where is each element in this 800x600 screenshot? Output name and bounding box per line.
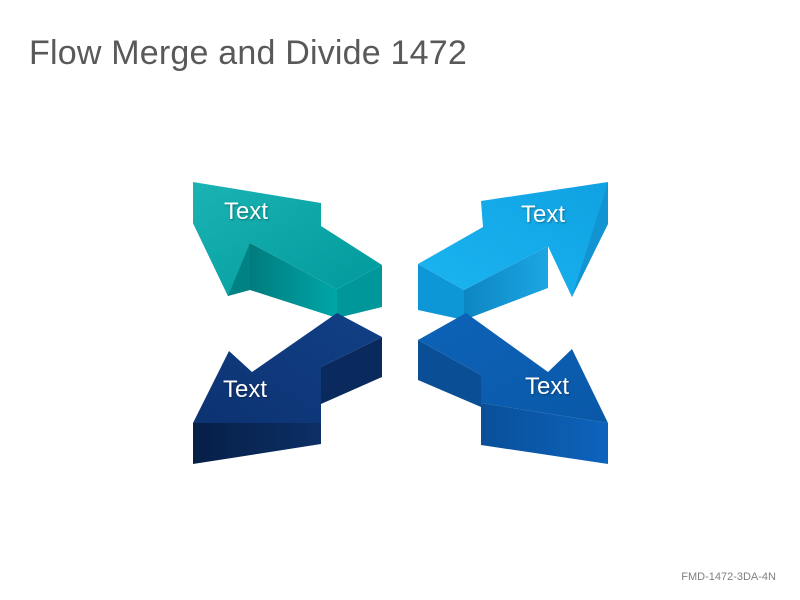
arrow-top-left-label: Text: [224, 198, 269, 225]
arrow-bottom-right-label: Text: [525, 373, 570, 400]
arrow-top-left-side-shaft: [250, 243, 337, 318]
arrow-bottom-right-side-shaft: [418, 340, 481, 407]
arrow-bottom-left-side-head: [193, 423, 321, 464]
arrow-top-right-top-face: [418, 182, 608, 297]
arrow-bottom-right-side-head: [481, 403, 608, 464]
arrow-top-left-top-face: [193, 182, 382, 296]
arrow-top-right: [418, 182, 608, 320]
footer-code: FMD-1472-3DA-4N: [681, 571, 776, 583]
arrow-top-left: [193, 182, 382, 318]
arrow-bottom-left: [193, 313, 382, 464]
arrow-bottom-left-side-shaft: [321, 337, 382, 404]
arrow-top-right-label: Text: [521, 201, 566, 228]
arrow-bottom-right-top-face: [418, 313, 608, 423]
arrow-bottom-left-label: Text: [223, 376, 268, 403]
arrow-bottom-left-top-face: [193, 313, 382, 423]
arrow-top-left-end-face: [337, 265, 382, 318]
page-title: Flow Merge and Divide 1472: [29, 34, 467, 72]
arrow-bottom-right: [418, 313, 608, 464]
arrow-top-right-side-end: [464, 246, 548, 320]
arrow-top-right-side-shaft: [418, 264, 464, 320]
